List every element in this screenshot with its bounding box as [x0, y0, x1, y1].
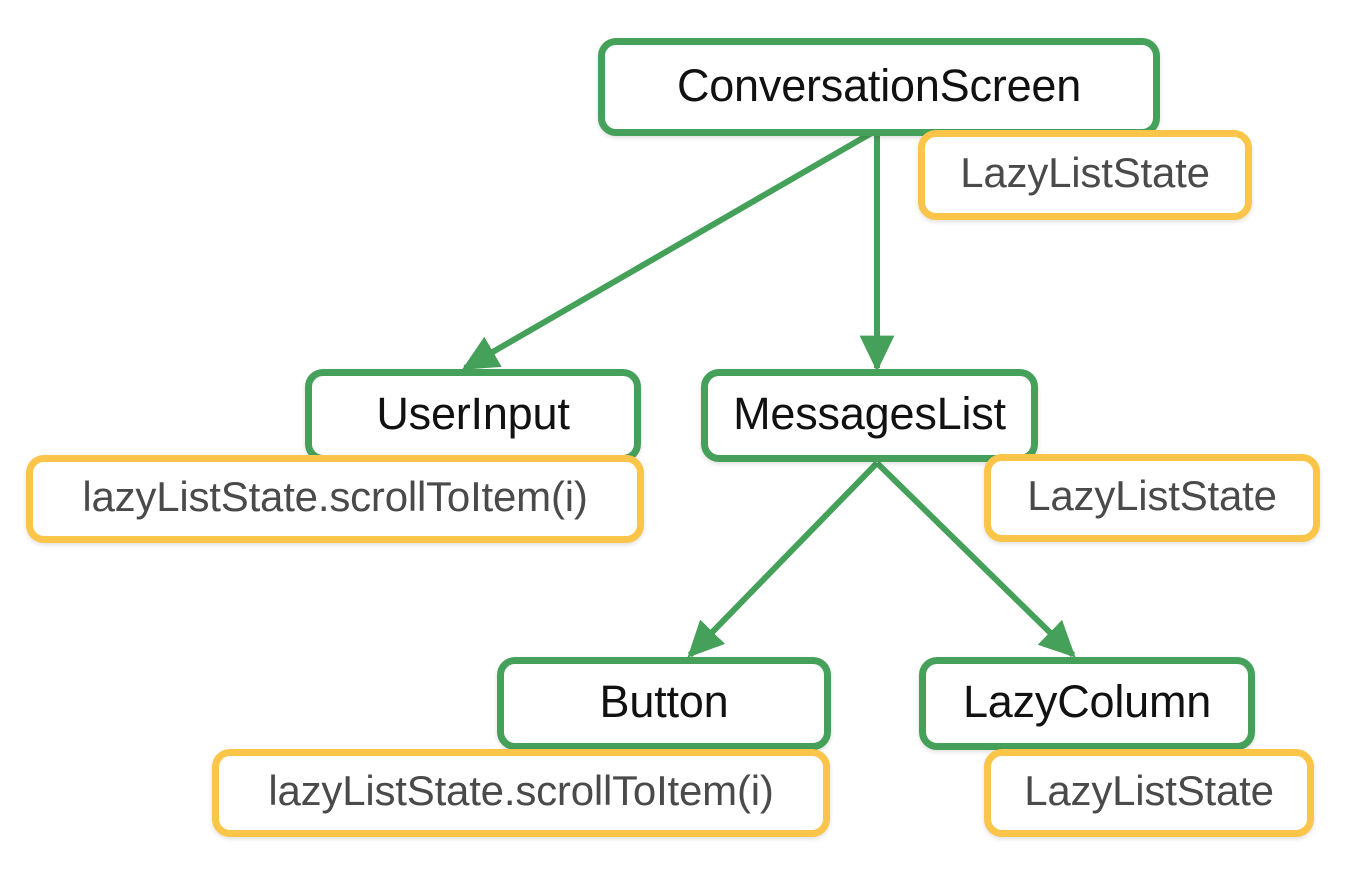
node-label: Button [599, 676, 729, 727]
node-state-user-input[interactable]: lazyListState.scrollToItem(i) [26, 455, 644, 543]
node-label: LazyListState [960, 149, 1210, 196]
node-lazy-column[interactable]: LazyColumn [919, 657, 1255, 750]
node-state-lazy-column[interactable]: LazyListState [984, 749, 1314, 837]
node-state-button[interactable]: lazyListState.scrollToItem(i) [212, 749, 830, 837]
node-label: LazyColumn [962, 676, 1212, 727]
node-label: MessagesList [733, 388, 1006, 439]
node-user-input[interactable]: UserInput [305, 369, 641, 462]
node-button[interactable]: Button [497, 657, 831, 750]
node-label: lazyListState.scrollToItem(i) [268, 767, 774, 814]
node-label: UserInput [376, 388, 570, 439]
node-label: LazyListState [1024, 767, 1274, 814]
edge-conversationscreen-userinput [461, 128, 877, 371]
node-messages-list[interactable]: MessagesList [701, 369, 1038, 462]
node-label: ConversationScreen [676, 59, 1082, 111]
node-state-conversation-screen[interactable]: LazyListState [918, 130, 1252, 220]
edge-messageslist-button [687, 460, 880, 658]
node-label: lazyListState.scrollToItem(i) [82, 473, 588, 520]
node-state-messages-list[interactable]: LazyListState [984, 454, 1320, 542]
node-label: LazyListState [1027, 472, 1277, 519]
node-conversation-screen[interactable]: ConversationScreen [598, 38, 1160, 136]
